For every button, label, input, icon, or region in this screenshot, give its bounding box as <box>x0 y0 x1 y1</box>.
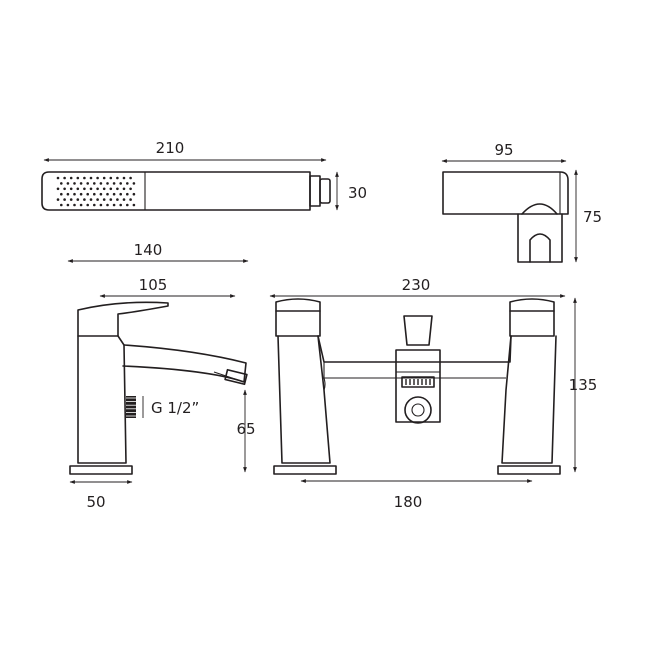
dim-label-spout-reach: 140 <box>134 241 163 259</box>
holder-outline <box>442 171 569 263</box>
dim-label-body-depth: 105 <box>139 276 168 294</box>
dim-label-handset-length: 210 <box>156 139 185 157</box>
front-tap-outline <box>273 298 561 475</box>
dim-label-thread: G 1/2” <box>151 399 199 417</box>
dim-label-inlet-height: 65 <box>236 420 255 438</box>
dim-label-centres: 180 <box>394 493 423 511</box>
diverter-grip <box>405 379 431 385</box>
inlet-thread <box>126 397 136 417</box>
dim-label-base-width: 50 <box>86 493 105 511</box>
dim-label-overall-width: 230 <box>402 276 431 294</box>
dim-label-overall-height: 135 <box>569 376 598 394</box>
handset-outline <box>41 171 331 211</box>
hand-shower-view: 210 30 <box>41 139 367 211</box>
holder-view: 95 75 <box>441 141 602 263</box>
dim-label-holder-width: 95 <box>494 141 513 159</box>
spray-face-nozzles <box>56 176 136 207</box>
side-view: 140 105 G 1/2” 65 50 <box>67 241 256 511</box>
dim-label-handset-diameter: 30 <box>348 184 367 202</box>
front-view: 230 <box>269 276 598 511</box>
side-tap-outline <box>69 301 248 475</box>
dim-label-holder-height: 75 <box>583 208 602 226</box>
